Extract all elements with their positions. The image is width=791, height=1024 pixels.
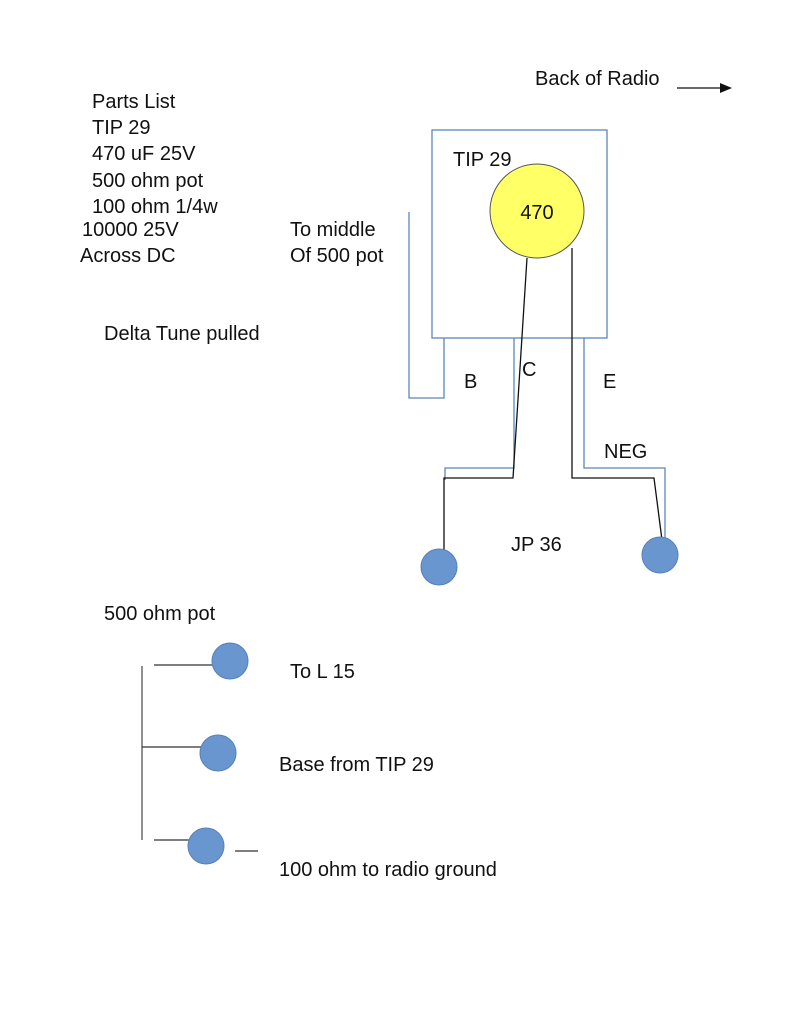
pin-base-label: B bbox=[464, 371, 477, 393]
jp36-node-left bbox=[420, 548, 458, 586]
back-of-radio-label: Back of Radio bbox=[535, 68, 660, 90]
parts-list-item: TIP 29 bbox=[92, 117, 151, 139]
capacitor-positive-wire bbox=[443, 257, 528, 556]
to-middle-note: Of 500 pot bbox=[290, 245, 384, 267]
capacitor-label: 470 bbox=[520, 202, 553, 224]
parts-list-item: 500 ohm pot bbox=[92, 170, 204, 192]
jp36-node-right bbox=[641, 536, 679, 574]
jp36-label: JP 36 bbox=[511, 534, 562, 556]
parts-list-extra: Across DC bbox=[80, 245, 176, 267]
emitter-lead bbox=[583, 338, 666, 540]
transistor-body bbox=[431, 129, 608, 339]
pot-terminal-3 bbox=[187, 827, 225, 865]
capacitor-negative-wire bbox=[571, 248, 663, 541]
pot-terminal-label: 100 ohm to radio ground bbox=[279, 859, 497, 881]
pot-terminal-1 bbox=[211, 642, 249, 680]
transistor-label: TIP 29 bbox=[453, 149, 512, 171]
parts-list-title: Parts List bbox=[92, 91, 176, 113]
parts-list-extra: 10000 25V bbox=[82, 219, 179, 241]
pot-terminal-2 bbox=[199, 734, 237, 772]
parts-list-item: 100 ohm 1/4w bbox=[92, 196, 218, 218]
pin-emitter-label: E bbox=[603, 371, 616, 393]
parts-list-item: 470 uF 25V bbox=[92, 143, 196, 165]
base-lead bbox=[408, 212, 445, 399]
pot-terminal-label: To L 15 bbox=[290, 661, 355, 683]
to-middle-note: To middle bbox=[290, 219, 376, 241]
delta-tune-note: Delta Tune pulled bbox=[104, 323, 260, 345]
collector-lead bbox=[444, 338, 515, 480]
arrow-right-icon bbox=[677, 83, 732, 93]
pin-collector-label: C bbox=[522, 359, 536, 381]
neg-label: NEG bbox=[604, 441, 647, 463]
pot-terminal-label: Base from TIP 29 bbox=[279, 754, 434, 776]
capacitor-470 bbox=[489, 163, 585, 259]
pot-title: 500 ohm pot bbox=[104, 603, 216, 625]
